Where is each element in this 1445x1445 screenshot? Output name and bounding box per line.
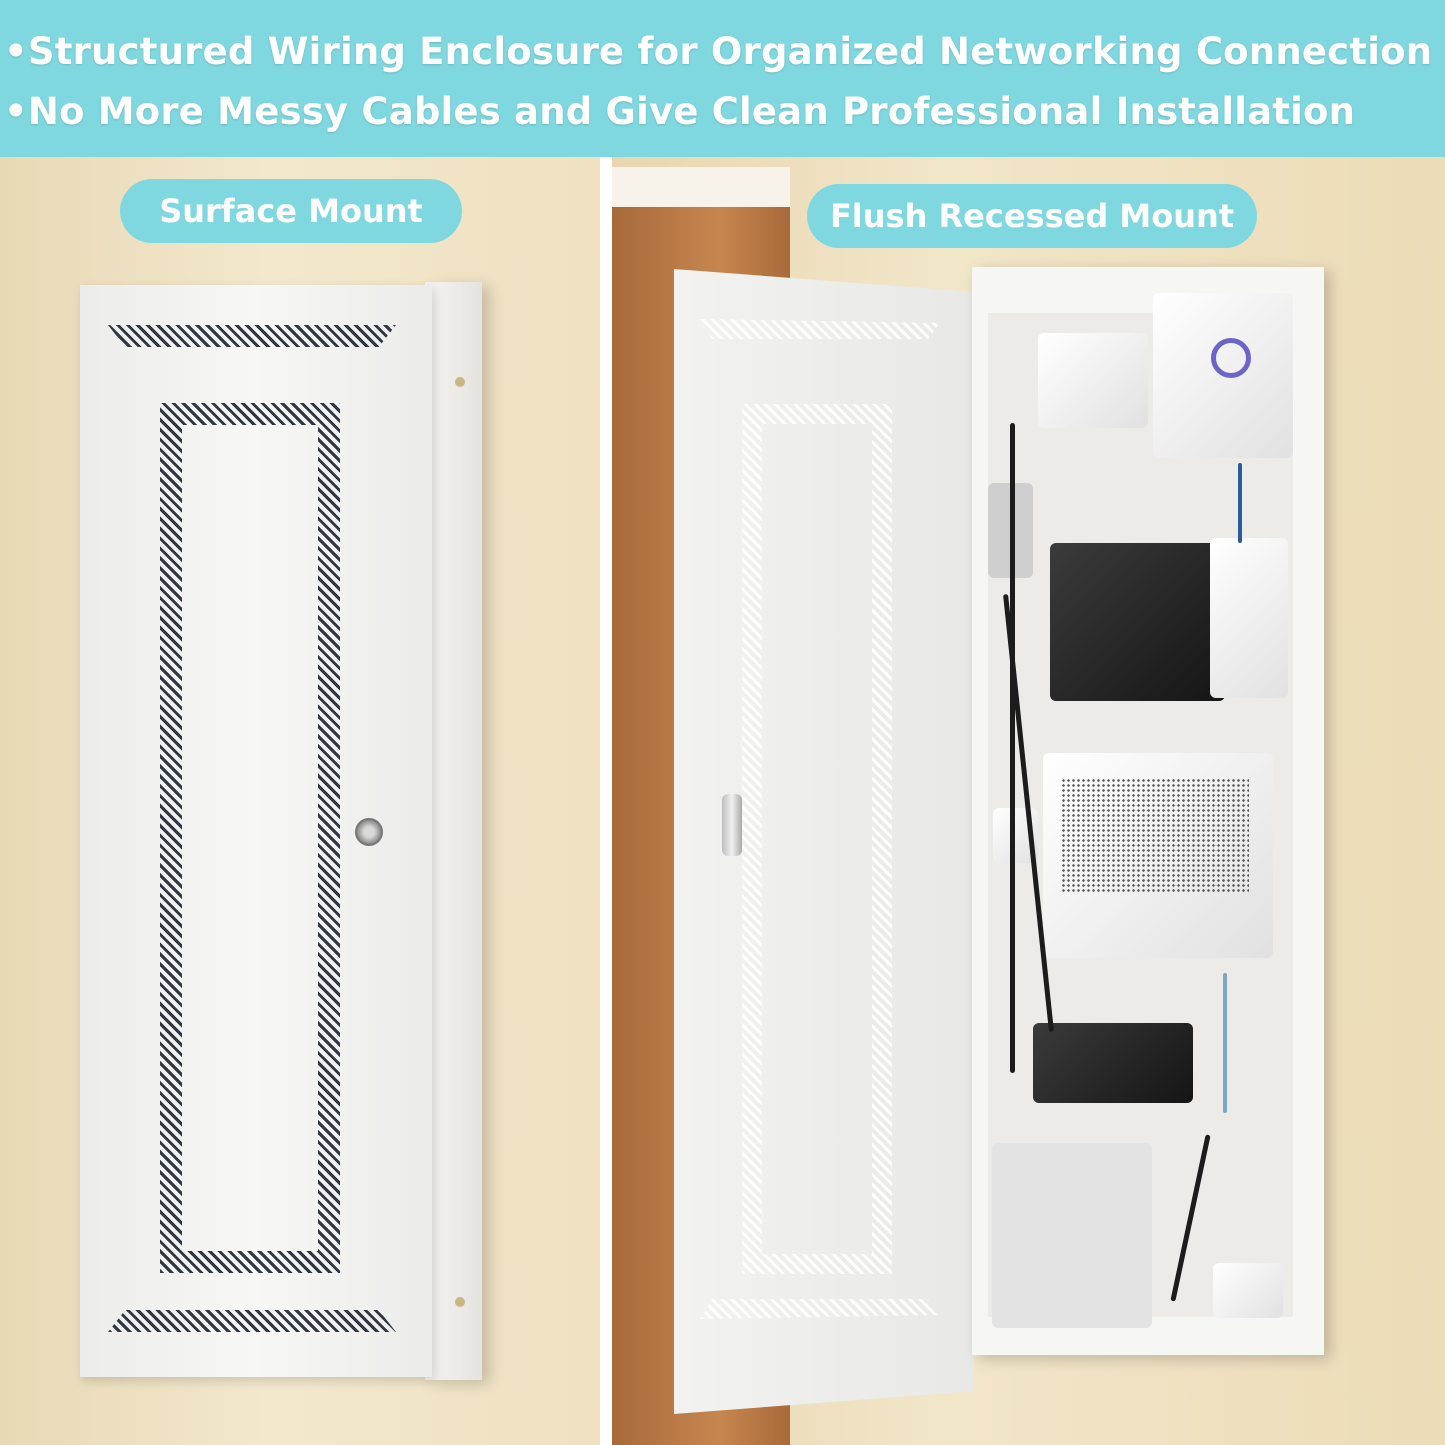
cabinet-door-closed [80,285,432,1377]
vent-top [700,319,940,339]
feature-line-2: •No More Messy Cables and Give Clean Pro… [4,90,1356,133]
ventilation-mesh [1061,778,1249,893]
feature-banner: •Structured Wiring Enclosure for Organiz… [0,0,1445,157]
access-point-box [1210,538,1288,698]
panel-divider [600,157,612,1445]
flush-recessed-mount-label: Flush Recessed Mount [807,184,1257,248]
cabinet-door-open [674,269,974,1414]
cable [1223,973,1227,1113]
power-ring-icon [1211,338,1251,378]
vent-frame [742,404,892,1274]
vent-frame [160,403,340,1273]
recessed-enclosure [972,267,1324,1355]
vent-bottom [700,1299,940,1319]
mesh-wifi-node [1038,333,1148,428]
cable [1170,1134,1211,1302]
surface-mount-label: Surface Mount [120,179,462,243]
door-latch-icon [722,794,742,856]
surface-mount-photo: Surface Mount [0,157,600,1445]
vent-top [108,325,396,347]
cable [1010,423,1015,1073]
flush-mount-photo: Flush Recessed Mount [612,157,1445,1445]
cable [1238,463,1242,543]
wall-adapter [1213,1263,1283,1318]
mounting-screw [455,377,465,387]
patch-panel [992,1143,1152,1328]
router-unit [1153,293,1293,458]
hub-with-mesh-vent [1043,753,1273,958]
key-lock-icon [355,818,383,846]
cabinet-side [425,282,482,1380]
feature-line-1: •Structured Wiring Enclosure for Organiz… [4,30,1433,73]
vent-bottom [108,1310,396,1332]
mounting-screw [455,1297,465,1307]
enclosure-interior [988,293,1293,1328]
power-strip [1033,1023,1193,1103]
door-trim [612,167,790,207]
modem-black [1050,543,1225,701]
